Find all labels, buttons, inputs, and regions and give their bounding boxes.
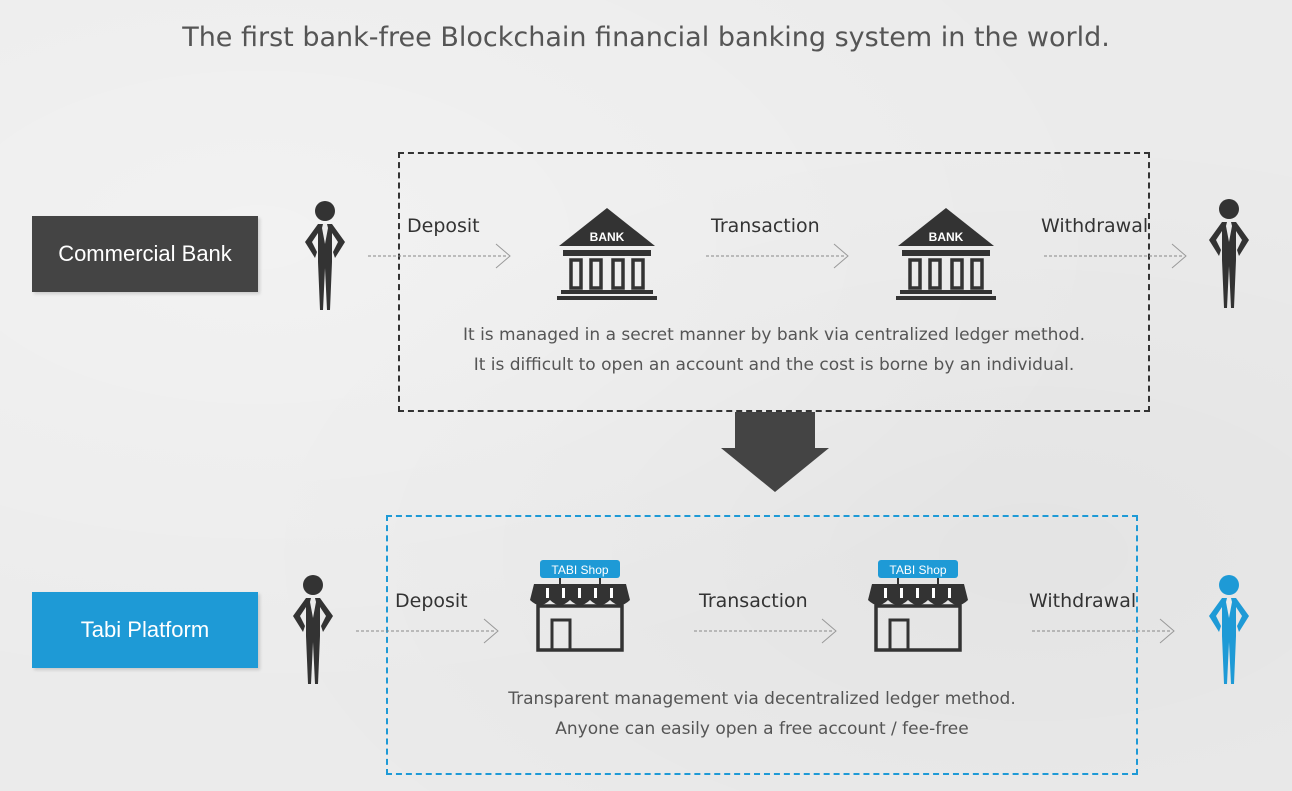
person-icon [305, 201, 345, 310]
commercial-description-line1: It is managed in a secret manner by bank… [462, 325, 1086, 345]
person-icon [293, 575, 333, 684]
arrow-right-icon [694, 618, 837, 644]
step-transaction-label: Transaction [699, 590, 808, 612]
bank-icon-text: BANK [590, 230, 625, 244]
step-withdrawal-label: Withdrawal [1041, 215, 1149, 237]
tabi-platform-label-text: Tabi Platform [80, 617, 210, 642]
arrow-down-icon [721, 412, 829, 492]
person-icon [1209, 199, 1249, 308]
tabi-description-line1: Transparent management via decentralized… [508, 689, 1016, 709]
step-withdrawal-label: Withdrawal [1029, 590, 1137, 612]
tabi-platform-label: Tabi Platform [32, 592, 258, 668]
bank-icon: BANK [557, 208, 657, 300]
tabi-description: Transparent management via decentralized… [388, 684, 1136, 744]
bank-icon: BANK [896, 208, 996, 300]
commercial-description-line2: It is difficult to open an account and t… [473, 355, 1075, 375]
step-deposit-label: Deposit [407, 215, 480, 237]
arrow-right-icon [1044, 243, 1187, 269]
step-transaction-label: Transaction [711, 215, 820, 237]
shop-icon: TABI Shop [868, 560, 968, 652]
shop-sign-text: TABI Shop [551, 563, 608, 577]
arrow-right-icon [1032, 618, 1175, 644]
bank-icon-text: BANK [929, 230, 964, 244]
commercial-bank-label-text: Commercial Bank [58, 241, 232, 266]
arrow-right-icon [356, 618, 499, 644]
commercial-bank-box [398, 152, 1150, 412]
person-icon [1209, 575, 1249, 684]
step-deposit-label: Deposit [395, 590, 468, 612]
shop-icon: TABI Shop [530, 560, 630, 652]
arrow-right-icon [368, 243, 511, 269]
arrow-right-icon [706, 243, 849, 269]
shop-sign-text: TABI Shop [889, 563, 946, 577]
tabi-platform-box [386, 515, 1138, 775]
commercial-bank-label: Commercial Bank [32, 216, 258, 292]
commercial-description: It is managed in a secret manner by bank… [400, 320, 1148, 380]
tabi-description-line2: Anyone can easily open a free account / … [555, 719, 969, 739]
page-title: The first bank-free Blockchain financial… [182, 22, 1110, 53]
